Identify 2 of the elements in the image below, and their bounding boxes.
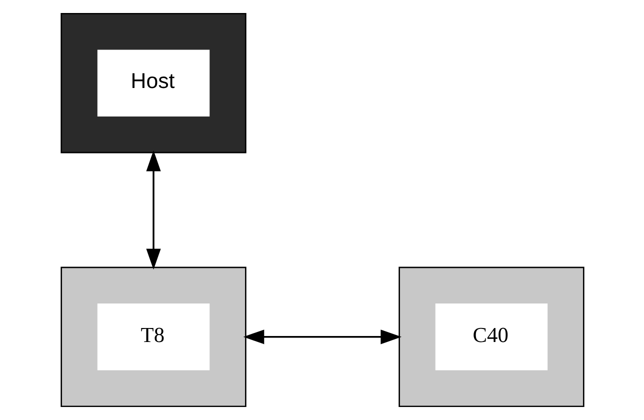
arrow [242, 330, 402, 344]
arrow [146, 150, 160, 270]
